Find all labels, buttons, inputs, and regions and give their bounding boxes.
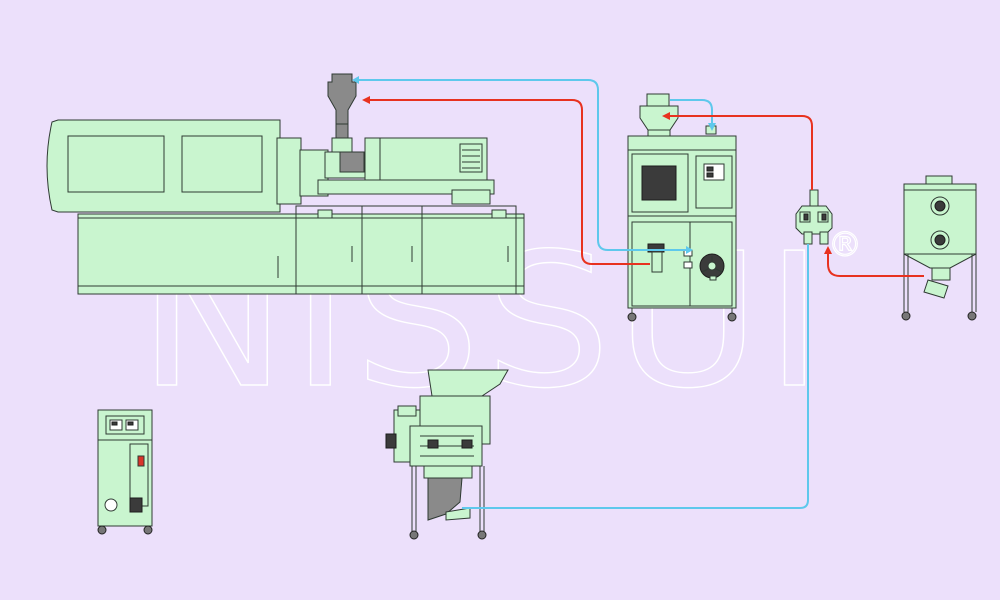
control-cabinet-icon <box>97 409 153 535</box>
blue-arrowhead <box>708 123 716 131</box>
red-line-valve-to-dryer <box>668 115 813 190</box>
granulator-icon <box>385 369 509 540</box>
valve-icon <box>795 189 833 245</box>
registered-mark: ® <box>828 225 862 265</box>
red-line-tank-to-valve <box>827 252 924 277</box>
blue-line-loader-to-dryer <box>670 99 713 126</box>
red-arrowhead <box>824 246 832 254</box>
blue-lines <box>352 76 809 509</box>
dryer-unit-icon <box>627 93 737 322</box>
red-arrowhead <box>662 112 670 120</box>
hopper-loader-icon <box>639 93 717 139</box>
red-lines <box>362 96 924 277</box>
injection-molding-machine-icon <box>46 73 525 295</box>
blue-arrowhead <box>352 76 359 84</box>
blue-line-granulator-to-valve <box>462 244 809 509</box>
blue-line-machine-to-dryer <box>357 79 650 251</box>
red-line-dryer-to-machine <box>368 99 650 265</box>
red-arrowhead <box>362 96 370 104</box>
storage-tank-icon <box>901 175 977 321</box>
blue-arrowhead <box>686 246 693 254</box>
